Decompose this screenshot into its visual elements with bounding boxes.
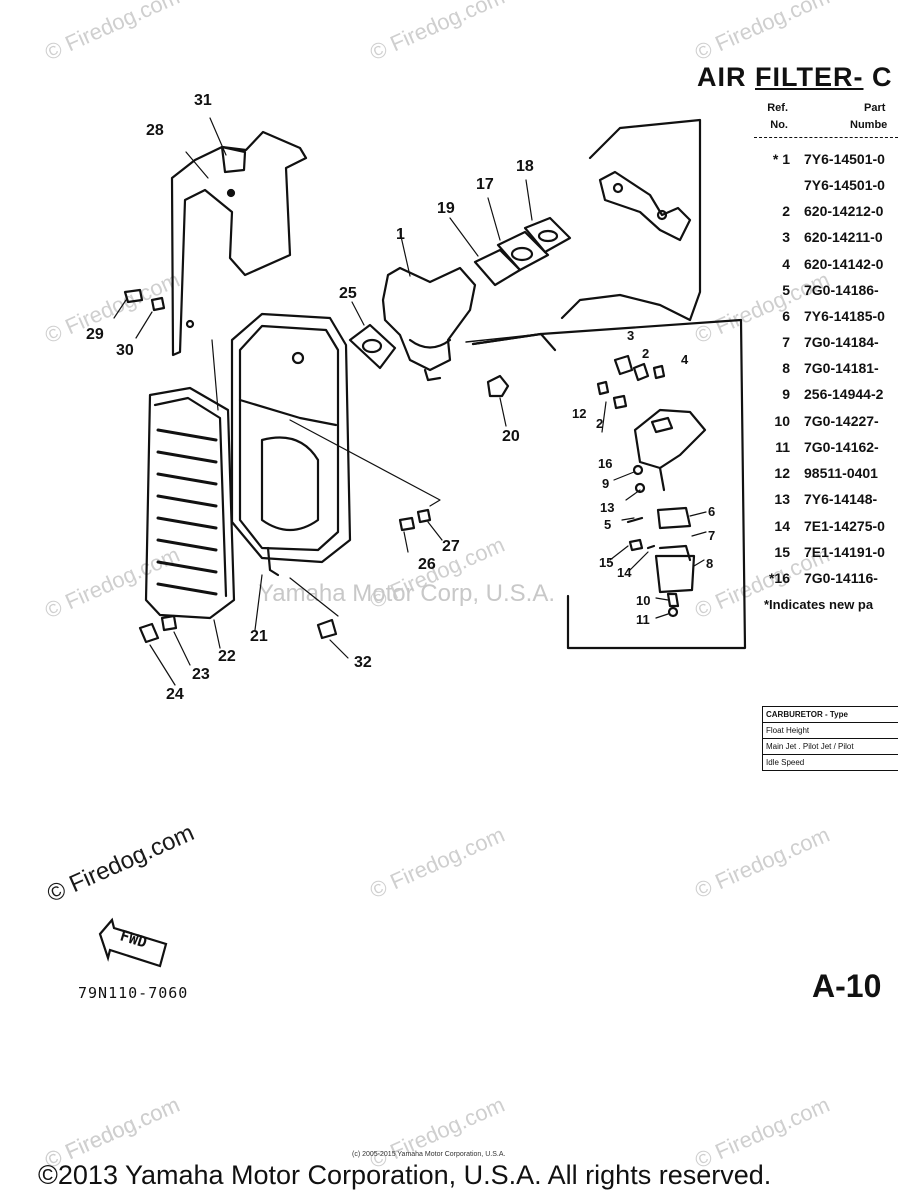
detail-callout-6: 6: [708, 504, 716, 519]
gasket-18: [523, 216, 572, 254]
copyright-footer: ©2013 Yamaha Motor Corporation, U.S.A. A…: [38, 1160, 772, 1190]
bracket-cover: [170, 130, 308, 357]
title-suffix: C: [863, 62, 893, 92]
detail-callout-11: 11: [636, 612, 650, 627]
fwd-arrow-shape: [98, 917, 168, 968]
carb-table-cell: Float Height: [762, 722, 898, 739]
carburetor: [381, 266, 477, 372]
detail-callout-4: 4: [681, 352, 689, 367]
table-row: 7Y6-14501-0: [804, 177, 885, 193]
part-header: Part: [864, 102, 886, 114]
callout-28: 28: [146, 122, 164, 139]
filter-element: [144, 386, 236, 620]
page-title: AIR FILTER- C: [697, 62, 892, 93]
callout-26: 26: [418, 556, 436, 573]
filter-case: [230, 312, 352, 564]
header-rule: [754, 137, 898, 138]
small-copyright: (c) 2005-2015 Yamaha Motor Corporation, …: [352, 1151, 506, 1158]
callout-22: 22: [218, 648, 236, 665]
detail-callout-15: 15: [599, 555, 614, 570]
callout-25: 25: [339, 285, 357, 302]
detail-callout-16: 16: [598, 456, 613, 471]
new-part-note: *Indicates new pa: [764, 597, 874, 612]
carb-table-cell: Main Jet . Pilot Jet / Pilot: [762, 738, 898, 755]
carb-table-cell: CARBURETOR - Type: [762, 706, 898, 723]
carburetor-spec-table: CARBURETOR - Type Float Height Main Jet …: [762, 706, 898, 771]
drawing-code: 79N110-7060: [78, 984, 189, 1002]
callout-1: 1: [396, 226, 405, 243]
detail-callout-8: 8: [706, 556, 714, 571]
nut-20: [486, 374, 510, 398]
engine-block: [560, 118, 702, 322]
detail-callout-14: 14: [617, 565, 632, 580]
gasket-25: [348, 323, 397, 370]
callout-29: 29: [86, 326, 104, 343]
detail-callout-2b: 2: [596, 416, 604, 431]
callout-31: 31: [194, 92, 212, 109]
callout-19: 19: [437, 200, 455, 217]
callout-24: 24: [166, 686, 184, 703]
callout-21: 21: [250, 628, 268, 645]
callout-32: 32: [354, 654, 372, 671]
number-header: Numbe: [850, 119, 888, 131]
callout-30: 30: [116, 342, 134, 359]
detail-callout-3: 3: [627, 328, 635, 343]
callout-20: 20: [502, 428, 520, 445]
detail-callout-13: 13: [600, 500, 615, 515]
callout-18: 18: [516, 158, 534, 175]
detail-callout-9: 9: [602, 476, 610, 491]
ymc-watermark: Yamaha Motor Corp, U.S.A.: [258, 580, 555, 607]
carb-table-cell: Idle Speed: [762, 754, 898, 771]
callout-17: 17: [476, 176, 494, 193]
detail-callout-12: 12: [572, 406, 587, 421]
gasket-17: [496, 230, 550, 272]
detail-callout-10: 10: [636, 593, 651, 608]
ref-header: Ref.: [767, 102, 788, 114]
callout-27: 27: [442, 538, 460, 555]
no-header: No.: [770, 119, 788, 131]
title-underlined: FILTER-: [755, 62, 864, 92]
detail-callout-2a: 2: [642, 346, 650, 361]
ref-no-header: Ref. No.: [752, 100, 788, 134]
title-prefix: AIR: [697, 62, 755, 92]
detail-callout-5: 5: [604, 517, 612, 532]
callout-23: 23: [192, 666, 210, 683]
detail-callout-7: 7: [708, 528, 716, 543]
page-id: A-10: [812, 968, 882, 1004]
part-number-header: Part Numbe: [840, 100, 898, 134]
